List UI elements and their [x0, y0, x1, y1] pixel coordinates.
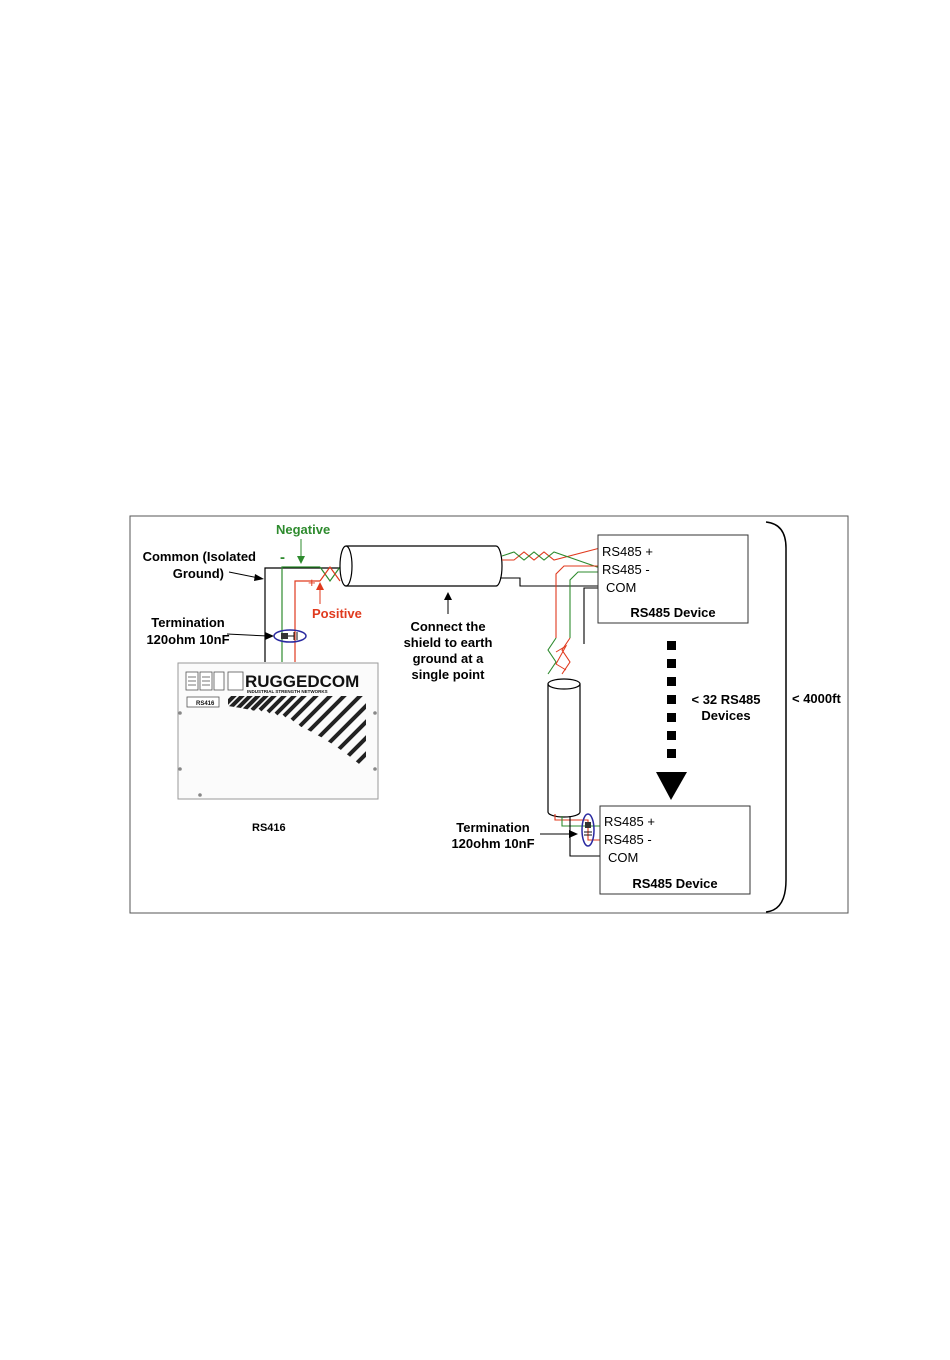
- shielded-cable-2: [548, 679, 580, 817]
- common-label-line1: Common (Isolated: [130, 548, 256, 565]
- device-top-pin-plus: RS485 +: [602, 543, 653, 560]
- rs416-model-tag: RS416: [196, 701, 215, 707]
- termination1-label-line2: 120ohm 10nF: [136, 631, 240, 648]
- shielded-cable-1: [340, 546, 502, 586]
- shield-label-line4: single point: [392, 666, 504, 683]
- device-bottom-pin-minus: RS485 -: [604, 831, 652, 848]
- termination-1: [274, 630, 306, 642]
- termination2-label-line2: 120ohm 10nF: [440, 835, 546, 852]
- termination1-label-line1: Termination: [136, 614, 240, 631]
- logo-mark-icon: [228, 672, 243, 690]
- shield-label-line2: shield to earth: [392, 634, 504, 651]
- device-top-title: RS485 Device: [598, 604, 748, 621]
- device-top-pin-minus: RS485 -: [602, 561, 650, 578]
- device-top-pin-com: COM: [606, 579, 636, 596]
- positive-label: Positive: [312, 605, 362, 622]
- negative-label: Negative: [276, 521, 330, 538]
- device-count-label-line2: Devices: [678, 707, 774, 724]
- device-bottom-pin-plus: RS485 +: [604, 813, 655, 830]
- termination2-label-line1: Termination: [440, 819, 546, 836]
- distance-label: < 4000ft: [792, 690, 841, 707]
- device-bottom-title: RS485 Device: [600, 875, 750, 892]
- shield-label-line1: Connect the: [392, 618, 504, 635]
- device-bottom-pin-com: COM: [608, 849, 638, 866]
- common-label-line2: Ground): [130, 565, 224, 582]
- panel-port-icon: [214, 672, 224, 690]
- device-count-label-line1: < 32 RS485: [678, 691, 774, 708]
- rs416-tagline: INDUSTRIAL STRENGTH NETWORKS: [247, 689, 328, 694]
- shield-label-line3: ground at a: [392, 650, 504, 667]
- rs416-caption: RS416: [252, 820, 286, 837]
- positive-sign: +: [308, 574, 316, 591]
- negative-sign: -: [280, 549, 285, 566]
